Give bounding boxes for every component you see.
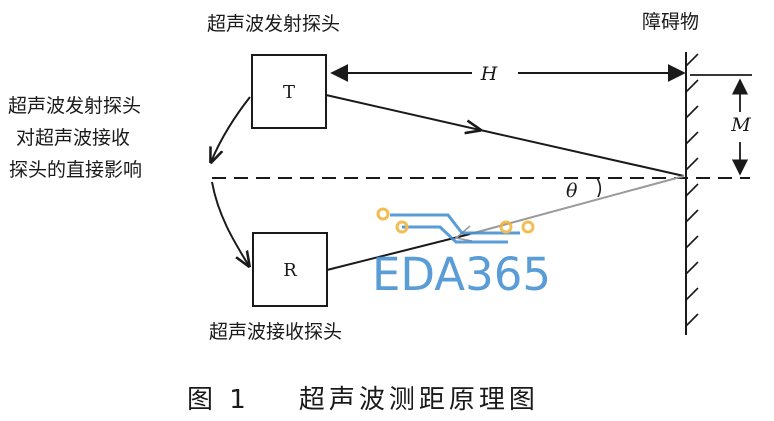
obstacle-wall: [685, 52, 699, 335]
theta-arc: [596, 177, 602, 198]
watermark-text: EDA365: [372, 248, 551, 301]
incident-ray: [325, 94, 685, 177]
receiver-letter: R: [283, 260, 297, 281]
reflected-ray: [326, 175, 685, 271]
obstacle-label: 障碍物: [642, 11, 699, 33]
theta-label: θ: [566, 180, 578, 202]
watermark-logo: EDA365: [372, 207, 551, 301]
direct-influence-line-2: 对超声波接收: [16, 127, 130, 149]
transmitter-letter: T: [283, 82, 295, 103]
m-label: M: [730, 114, 751, 136]
figure-caption: 图 1 超声波测距原理图: [187, 385, 539, 415]
direct-influence-arrows: [211, 96, 250, 266]
direct-influence-line-3: 探头的直接影响: [9, 159, 142, 181]
direct-influence-line-1: 超声波发射探头: [8, 95, 141, 117]
transmitter-box: [251, 54, 327, 129]
receiver-title: 超声波接收探头: [209, 321, 342, 343]
m-dimension: [690, 74, 752, 176]
h-label: H: [480, 63, 498, 85]
transmitter-title: 超声波发射探头: [207, 13, 340, 35]
